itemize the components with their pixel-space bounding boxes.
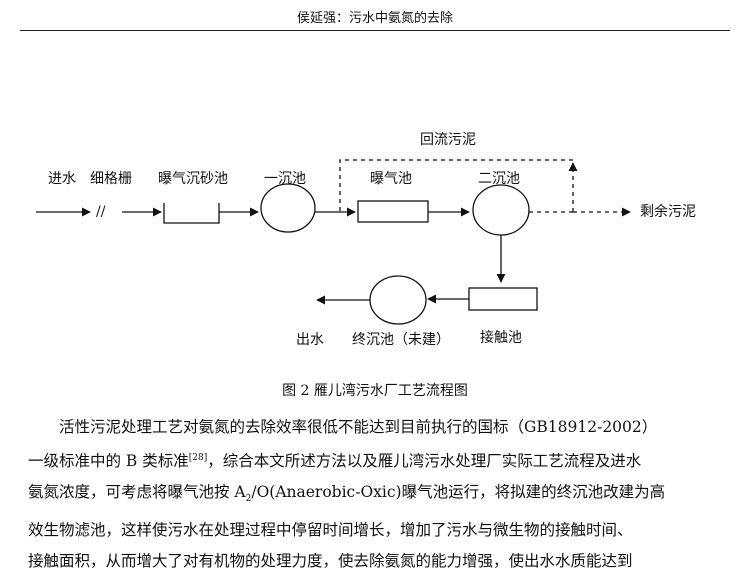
contact-tank-box	[468, 287, 538, 311]
final-clarifier-circle	[369, 275, 427, 325]
secondary-clarifier-circle	[472, 184, 530, 236]
label-outflow: 出水	[296, 332, 324, 348]
label-return-sludge: 回流污泥	[420, 132, 476, 148]
citation-ref: [28]	[188, 453, 208, 463]
aeration-tank-box	[357, 200, 429, 223]
body-line-2: 一级标准中的 B 类标准[28]，综合本文所述方法以及雁儿湾污水处理厂实际工艺流…	[28, 443, 740, 477]
primary-clarifier-circle	[260, 183, 316, 233]
screen-symbol: //	[96, 204, 106, 220]
label-grit-chamber: 曝气沉砂池	[158, 171, 228, 187]
body-line-1: 活性污泥处理工艺对氨氮的去除效率很低不能达到目前执行的国标（GB18912-20…	[59, 418, 658, 436]
label-final-clarifier: 终沉池（未建）	[352, 332, 450, 348]
body-paragraph: 活性污泥处理工艺对氨氮的去除效率很低不能达到目前执行的国标（GB18912-20…	[28, 412, 740, 577]
label-fine-screen: 细格栅	[90, 171, 132, 187]
label-inflow: 进水	[48, 171, 76, 187]
subscript-2: 2	[245, 494, 252, 505]
label-excess-sludge: 剩余污泥	[640, 204, 696, 220]
body-line-5: 接触面积，从而增大了对有机物的处理力度，使去除氨氮的能力增强，使出水水质能达到	[28, 552, 633, 571]
label-contact-tank: 接触池	[480, 330, 522, 346]
header-title: 侯延强：污水中氨氮的去除	[296, 11, 453, 26]
label-secondary-clarifier: 二沉池	[478, 171, 520, 187]
process-flow-diagram	[36, 159, 631, 325]
body-line-2-pre: 一级标准中的 B 类标准	[28, 452, 189, 471]
body-line-3-post: /O(Anaerobic-Oxic)曝气池运行，将拟建的终沉池改建为高	[251, 483, 666, 502]
body-line-4: 效生物滤池，这样使污水在处理过程中停留时间增长，增加了污水与微生物的接触时间、	[28, 521, 633, 540]
return-sludge-dashed-line	[339, 159, 573, 212]
body-line-3-pre: 氨氮浓度，可考虑将曝气池按 A	[28, 483, 246, 502]
label-primary-clarifier: 一沉池	[264, 171, 306, 187]
grit-chamber-box	[163, 203, 220, 224]
page-header: 侯延强：污水中氨氮的去除	[20, 8, 730, 31]
body-line-2-post: ，综合本文所述方法以及雁儿湾污水处理厂实际工艺流程及进水	[207, 452, 642, 471]
label-aeration-tank: 曝气池	[370, 171, 412, 187]
figure-caption: 图 2 雁儿湾污水厂工艺流程图	[282, 383, 468, 399]
body-line-3: 氨氮浓度，可考虑将曝气池按 A2/O(Anaerobic-Oxic)曝气池运行，…	[28, 477, 740, 515]
